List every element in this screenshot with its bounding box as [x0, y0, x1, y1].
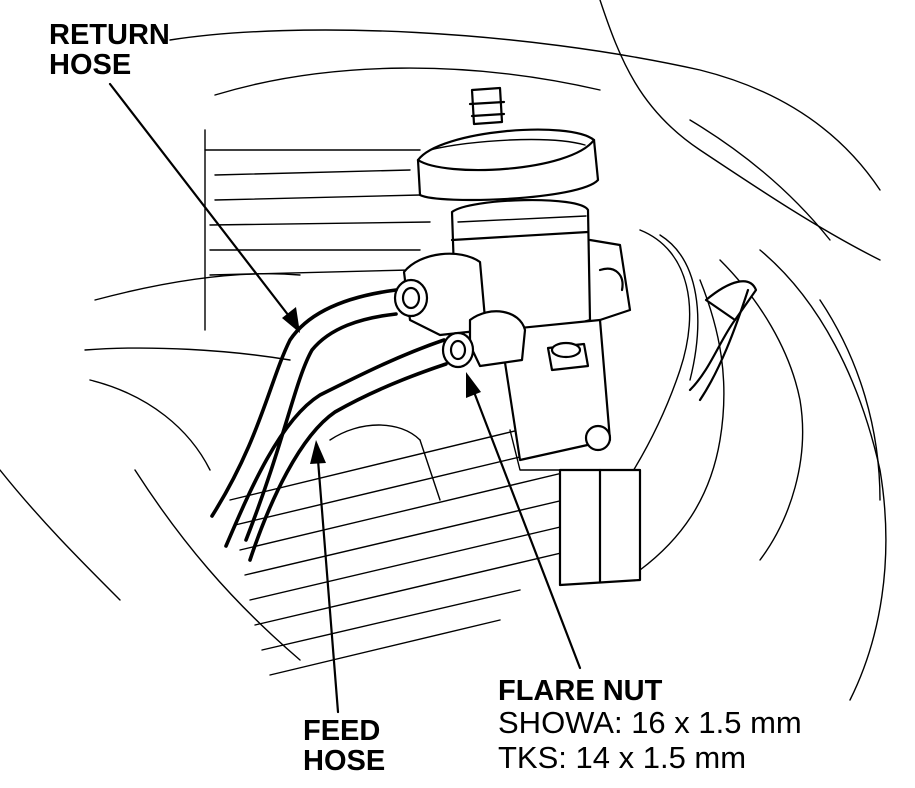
- feed-hose: [224, 338, 448, 562]
- flare-nut-spec-tks: TKS: 14 x 1.5 mm: [498, 739, 747, 775]
- feed-hose-label-line-1: FEED: [303, 715, 381, 747]
- flare-nut-spec-showa: SHOWA: 16 x 1.5 mm: [498, 705, 802, 741]
- flare-nut-label: FLARE NUT SHOWA: 16 x 1.5 mm TKS: 14 x 1…: [498, 676, 802, 776]
- flare-nut-pointer: [466, 372, 582, 670]
- pump-body: [416, 86, 758, 587]
- engine-block-fins: [229, 419, 596, 676]
- return-hose-pointer: [108, 82, 300, 333]
- feed-hose-label-line-2: HOSE: [303, 745, 386, 778]
- hose-fittings: [393, 252, 527, 369]
- feed-hose-pointer: [310, 440, 340, 714]
- return-hose-label-line-1: RETURN: [49, 19, 170, 51]
- flare-nut-title: FLARE NUT: [498, 675, 663, 707]
- return-hose-label-line-2: HOSE: [49, 49, 132, 82]
- feed-hose-label: FEED HOSE: [303, 716, 385, 776]
- engine-background: [0, 0, 887, 701]
- return-hose: [210, 288, 398, 542]
- return-hose-label: RETURN HOSE: [49, 20, 170, 80]
